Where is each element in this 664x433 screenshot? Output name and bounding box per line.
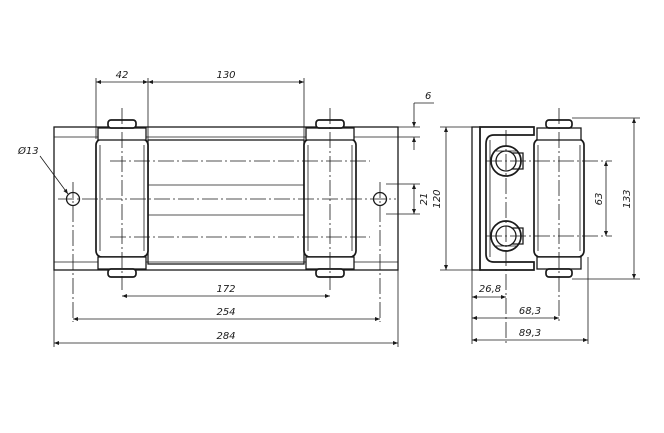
dim-172: 172 bbox=[216, 284, 235, 295]
side-bracket bbox=[479, 126, 535, 271]
dim-133: 133 bbox=[622, 189, 633, 208]
side-mounting-plate bbox=[471, 126, 481, 271]
base-plate bbox=[53, 126, 399, 271]
dim-6: 6 bbox=[425, 91, 431, 102]
dim-284: 284 bbox=[216, 331, 235, 342]
dim-130: 130 bbox=[216, 70, 235, 81]
dim-63: 63 bbox=[594, 193, 605, 206]
dim-21: 21 bbox=[419, 193, 430, 206]
side-vertical-roller bbox=[533, 119, 585, 278]
dim-26-8: 26,8 bbox=[479, 284, 501, 295]
dim-120: 120 bbox=[432, 189, 443, 208]
dim-254: 254 bbox=[216, 307, 235, 318]
horizontal-roller bbox=[147, 139, 305, 265]
side-view: 120 63 133 26,8 68,3 89,3 bbox=[432, 108, 640, 344]
dim-42: 42 bbox=[116, 70, 129, 81]
dim-hole-diameter: Ø13 bbox=[17, 145, 39, 157]
dim-68-3: 68,3 bbox=[519, 306, 541, 317]
front-view: 42 130 6 21 Ø13 172 254 284 bbox=[17, 70, 434, 347]
dim-89-3: 89,3 bbox=[519, 328, 541, 339]
